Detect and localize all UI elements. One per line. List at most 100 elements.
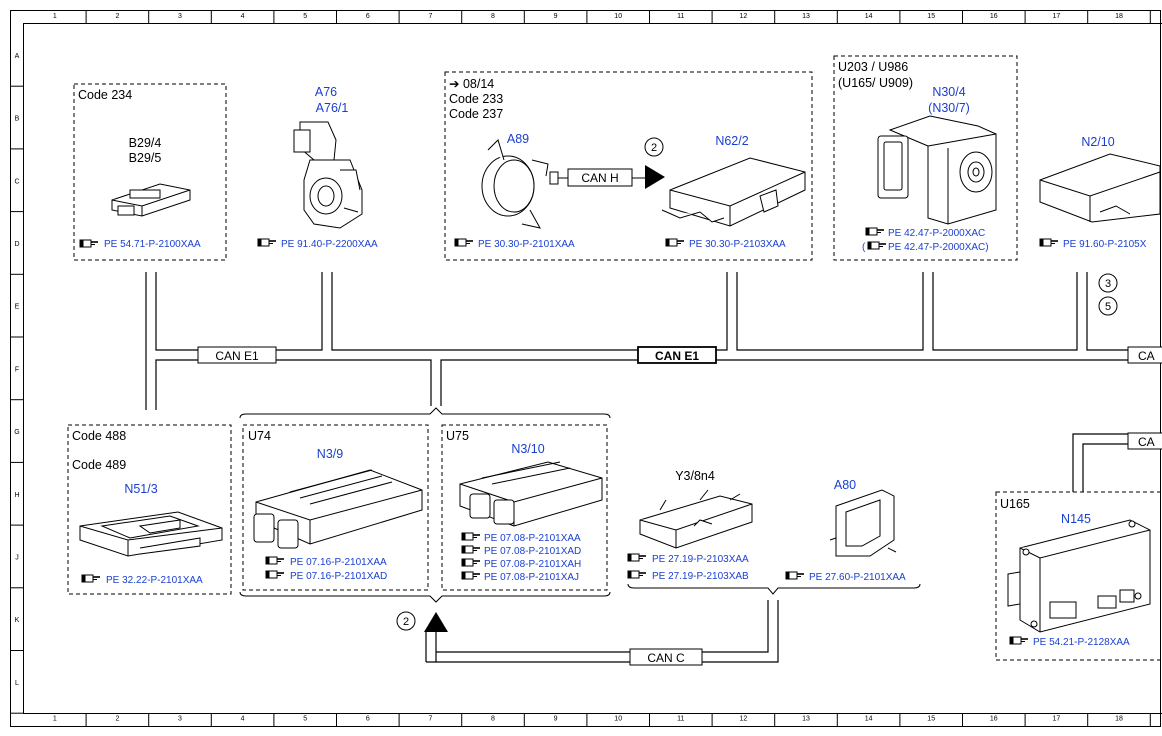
svg-text:PE 30.30-P-2101XAA: PE 30.30-P-2101XAA bbox=[478, 239, 575, 250]
svg-text:N51/3: N51/3 bbox=[124, 482, 157, 496]
engine-ecu-n3-10-drawing bbox=[459, 461, 603, 527]
svg-text:CA: CA bbox=[1138, 435, 1155, 449]
ruler-row-label: G bbox=[14, 429, 19, 436]
brace-top bbox=[239, 407, 611, 419]
svg-text:N2/10: N2/10 bbox=[1081, 135, 1114, 149]
svg-text:Code 233: Code 233 bbox=[449, 92, 503, 106]
svg-text:A76: A76 bbox=[315, 85, 337, 99]
ruler-column-label: 11 bbox=[677, 716, 684, 723]
svg-text:A80: A80 bbox=[834, 478, 856, 492]
ruler-column-label: 7 bbox=[428, 716, 432, 723]
svg-text:Code 489: Code 489 bbox=[72, 458, 126, 472]
svg-text:CAN H: CAN H bbox=[581, 171, 618, 185]
connection-circle-5: 5 bbox=[1098, 296, 1118, 316]
radar-a89-drawing bbox=[481, 139, 549, 229]
svg-text:B29/5: B29/5 bbox=[129, 151, 162, 165]
svg-text:A89: A89 bbox=[507, 132, 529, 146]
connection-circle-3: 3 bbox=[1098, 273, 1118, 293]
ruler-column-label: 18 bbox=[1115, 13, 1123, 20]
svg-text:Code 234: Code 234 bbox=[78, 88, 132, 102]
module-n145: U165 N145 PE 54.21-P-2128XAA bbox=[1000, 497, 1151, 648]
svg-text:N3/10: N3/10 bbox=[511, 442, 544, 456]
svg-text:CAN C: CAN C bbox=[647, 651, 685, 665]
can-h-arrow bbox=[645, 165, 665, 189]
abs-unit-n30-drawing bbox=[877, 115, 997, 225]
ruler-column-label: 16 bbox=[990, 13, 998, 20]
ruler-column-label: 2 bbox=[115, 716, 119, 723]
ruler-column-label: 3 bbox=[178, 13, 182, 20]
ruler-column-label: 15 bbox=[927, 13, 935, 20]
svg-text:PE 27.60-P-2101XAA: PE 27.60-P-2101XAA bbox=[809, 572, 906, 583]
ruler-row-label: E bbox=[15, 304, 20, 311]
frame bbox=[10, 10, 1162, 727]
svg-text:PE 07.16-P-2101XAA: PE 07.16-P-2101XAA bbox=[290, 557, 387, 568]
svg-text:CAN E1: CAN E1 bbox=[215, 349, 259, 363]
svg-text:PE 91.60-P-2105X: PE 91.60-P-2105X bbox=[1063, 239, 1147, 250]
ruler-column-label: 1 bbox=[53, 716, 57, 723]
can-right-top-label: CA bbox=[1127, 346, 1162, 364]
svg-text:Y3/8n4: Y3/8n4 bbox=[675, 469, 715, 483]
svg-text:U165: U165 bbox=[1000, 497, 1030, 511]
ruler-row-label: K bbox=[15, 617, 20, 624]
ruler-row-label: L bbox=[15, 680, 19, 687]
ruler-column-label: 3 bbox=[178, 716, 182, 723]
ruler-column-label: 14 bbox=[865, 13, 873, 20]
svg-text:PE 30.30-P-2103XAA: PE 30.30-P-2103XAA bbox=[689, 239, 786, 250]
ruler-column-label: 9 bbox=[554, 13, 558, 20]
ruler: 1122334455667788991010111112121313141415… bbox=[10, 10, 1151, 727]
svg-text:CAN E1: CAN E1 bbox=[655, 349, 699, 363]
module-a80: A80 PE 27.60-P-2101XAA bbox=[785, 478, 906, 583]
ruler-column-label: 2 bbox=[115, 13, 119, 20]
ruler-row-label: A bbox=[15, 53, 20, 60]
svg-text:N3/9: N3/9 bbox=[317, 447, 343, 461]
ruler-column-label: 16 bbox=[990, 716, 998, 723]
svg-text:PE 07.16-P-2101XAD: PE 07.16-P-2101XAD bbox=[290, 571, 387, 582]
ruler-column-label: 14 bbox=[865, 716, 873, 723]
ruler-row-label: J bbox=[15, 554, 19, 561]
ruler-column-label: 7 bbox=[428, 13, 432, 20]
ruler-column-label: 10 bbox=[614, 716, 622, 723]
svg-text:(: ( bbox=[862, 242, 866, 253]
can-e1-left-label: CAN E1 bbox=[197, 346, 277, 364]
brace-bottom bbox=[239, 583, 921, 603]
svg-text:U203 / U986: U203 / U986 bbox=[838, 60, 908, 74]
svg-text:PE 07.08-P-2101XAD: PE 07.08-P-2101XAD bbox=[484, 546, 581, 557]
sensor-b29-drawing bbox=[111, 183, 191, 217]
ruler-column-label: 5 bbox=[303, 716, 307, 723]
svg-text:PE 07.08-P-2101XAJ: PE 07.08-P-2101XAJ bbox=[484, 572, 579, 583]
control-unit-n145-drawing bbox=[1007, 519, 1151, 633]
svg-text:U75: U75 bbox=[446, 429, 469, 443]
ruler-column-label: 17 bbox=[1053, 13, 1061, 20]
ruler-column-label: 12 bbox=[740, 13, 748, 20]
ruler-row-label: H bbox=[14, 492, 19, 499]
svg-text:PE 27.19-P-2103XAB: PE 27.19-P-2103XAB bbox=[652, 571, 749, 582]
svg-text:N30/4: N30/4 bbox=[932, 85, 965, 99]
ruler-column-label: 11 bbox=[677, 13, 684, 20]
svg-text:PE 42.47-P-2000XAC: PE 42.47-P-2000XAC bbox=[888, 228, 985, 239]
svg-text:➔ 08/14: ➔ 08/14 bbox=[449, 77, 494, 91]
svg-text:PE 07.08-P-2101XAH: PE 07.08-P-2101XAH bbox=[484, 559, 581, 570]
can-e1-bus-lines bbox=[145, 272, 1128, 663]
ruler-column-label: 12 bbox=[740, 716, 748, 723]
airbag-unit-n2-drawing bbox=[1039, 153, 1161, 223]
module-n3-9: U74 N3/9 PE 07.16-P-2101XAA PE 07.16-P-2… bbox=[248, 429, 423, 582]
module-y3: Y3/8n4 PE 27.19-P-2103XAA PE 27.19-P-210… bbox=[627, 469, 753, 582]
svg-text:Code 237: Code 237 bbox=[449, 107, 503, 121]
svg-text:2: 2 bbox=[651, 142, 657, 154]
svg-text:PE 32.22-P-2101XAA: PE 32.22-P-2101XAA bbox=[106, 575, 203, 586]
engine-ecu-n3-9-drawing bbox=[253, 469, 423, 549]
ruler-column-label: 13 bbox=[802, 716, 810, 723]
svg-text:PE 54.71-P-2100XAA: PE 54.71-P-2100XAA bbox=[104, 239, 201, 250]
ruler-column-label: 5 bbox=[303, 13, 307, 20]
connection-circle-bottom: 2 bbox=[396, 611, 416, 631]
ruler-row-label: D bbox=[14, 241, 19, 248]
svg-text:PE 27.19-P-2103XAA: PE 27.19-P-2103XAA bbox=[652, 554, 749, 565]
module-n2: N2/10 PE 91.60-P-2105X 3 5 bbox=[1039, 135, 1161, 316]
module-n51: Code 488 Code 489 N51/3 PE 32.22-P-2101X… bbox=[72, 429, 223, 586]
svg-text:Code 488: Code 488 bbox=[72, 429, 126, 443]
svg-text:PE 91.40-P-2200XAA: PE 91.40-P-2200XAA bbox=[281, 239, 378, 250]
control-unit-n51-drawing bbox=[79, 511, 223, 557]
svg-text:2: 2 bbox=[403, 616, 409, 628]
connection-circle-2: 2 bbox=[644, 137, 664, 157]
